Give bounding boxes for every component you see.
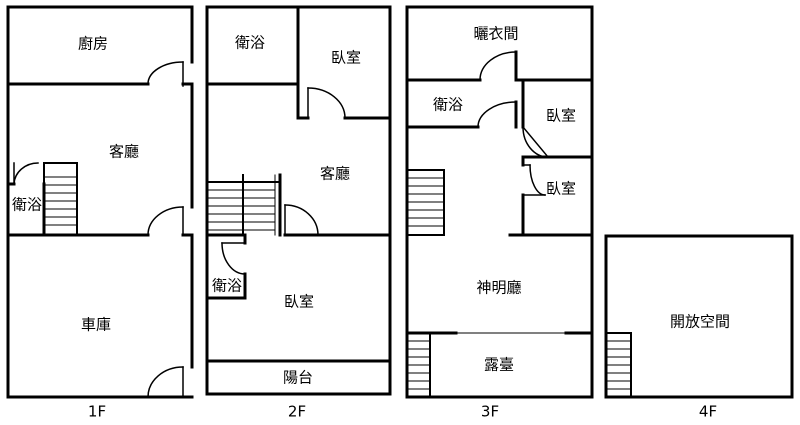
room-terrace-3f: 露臺 xyxy=(483,355,515,374)
floor-label-4f: 4F xyxy=(698,402,718,421)
room-open-space-4f: 開放空間 xyxy=(669,312,731,331)
floor-2f-stairs xyxy=(206,174,281,236)
floor-4f-stairs xyxy=(605,332,632,398)
room-living-2f: 客廳 xyxy=(319,164,351,183)
room-balcony-2f: 陽台 xyxy=(282,368,314,387)
room-bath-3f: 衛浴 xyxy=(432,95,464,114)
room-living-1f: 客廳 xyxy=(108,142,140,161)
room-bedroom-2f-top: 臥室 xyxy=(330,48,362,67)
room-bath-1f: 衛浴 xyxy=(11,195,43,214)
floor-1f-doors xyxy=(13,61,184,398)
room-kitchen-1f: 廚房 xyxy=(77,34,109,53)
floor-3f-stairs xyxy=(406,169,445,398)
floor-2f-walls xyxy=(205,5,392,396)
room-bath-2f-top: 衛浴 xyxy=(234,33,266,52)
floor-3f-doors xyxy=(455,51,567,334)
room-bedroom-3f-lower: 臥室 xyxy=(545,179,577,198)
floor-label-3f: 3F xyxy=(480,402,500,421)
floor-1f-stairs xyxy=(43,162,78,236)
room-shrine-hall-3f: 神明廳 xyxy=(476,278,522,297)
floor-4f-walls xyxy=(604,234,794,399)
room-laundry-3f: 曬衣間 xyxy=(473,24,519,43)
room-garage-1f: 車庫 xyxy=(80,315,112,334)
floor-label-2f: 2F xyxy=(287,402,307,421)
room-bath-2f-small: 衛浴 xyxy=(211,276,243,295)
room-bedroom-3f-upper: 臥室 xyxy=(545,106,577,125)
room-bedroom-2f-bottom: 臥室 xyxy=(283,292,315,311)
floor-2f-doors xyxy=(221,87,346,275)
floor-label-1f: 1F xyxy=(87,402,107,421)
